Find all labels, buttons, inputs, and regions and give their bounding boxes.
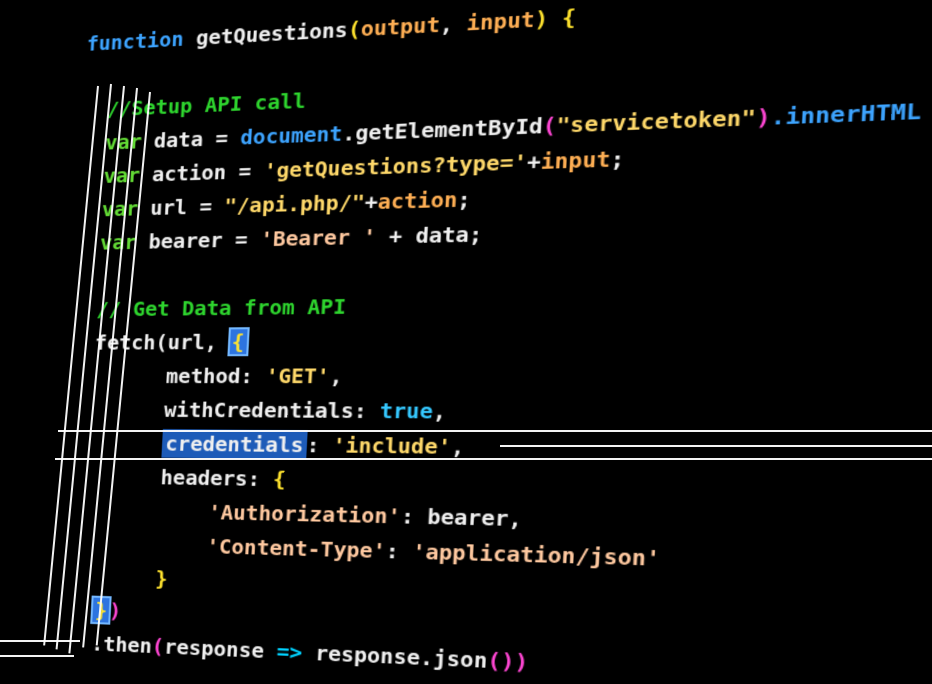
code-token bbox=[55, 630, 92, 656]
code-token: 'include' bbox=[331, 432, 452, 460]
code-token: 'Authorization' bbox=[207, 499, 402, 529]
code-token: // Get Data from API bbox=[96, 293, 347, 322]
code-line: method: 'GET', bbox=[69, 356, 932, 395]
code-token: output bbox=[360, 11, 441, 42]
overlay-horizontal-line bbox=[500, 445, 932, 447]
code-token bbox=[60, 530, 207, 558]
code-token: "servicetoken" bbox=[555, 103, 757, 139]
code-token: .getElementById bbox=[341, 112, 544, 146]
code-token bbox=[58, 563, 156, 590]
code-token: : bbox=[306, 432, 334, 458]
code-token: ( bbox=[542, 112, 558, 139]
code-token: = bbox=[234, 226, 261, 252]
code-token: 'application/json' bbox=[411, 538, 662, 572]
code-token: { bbox=[561, 3, 577, 31]
code-token: input bbox=[540, 145, 612, 175]
code-token: , bbox=[329, 363, 344, 389]
code-token: = bbox=[238, 158, 265, 184]
overlay-horizontal-line bbox=[55, 458, 932, 460]
code-token: input bbox=[465, 6, 536, 36]
overlay-horizontal-line bbox=[0, 655, 74, 657]
code-token: 'Content-Type' bbox=[205, 533, 387, 564]
code-token: bearer, bbox=[426, 503, 523, 532]
code-token: withCredentials: bbox=[163, 397, 381, 424]
code-token: action bbox=[377, 186, 459, 215]
code-token bbox=[67, 397, 165, 422]
code-token: "/api.php/" bbox=[223, 189, 366, 219]
code-token: .innerHTML bbox=[770, 97, 923, 131]
code-token: { bbox=[272, 466, 287, 492]
code-token: => bbox=[276, 638, 316, 666]
code-token: = bbox=[198, 193, 226, 219]
overlay-horizontal-line bbox=[58, 430, 932, 432]
code-token: ; bbox=[609, 145, 626, 173]
code-token: } bbox=[154, 566, 169, 592]
code-token: ; bbox=[456, 186, 472, 213]
code-token bbox=[548, 5, 563, 32]
code-token: true bbox=[379, 397, 434, 424]
code-token: fetch(url, bbox=[94, 329, 231, 355]
code-token: + bbox=[375, 222, 417, 250]
code-token: getQuestions bbox=[195, 16, 349, 51]
code-token: method: bbox=[165, 363, 267, 389]
selection-highlight: credentials bbox=[161, 429, 308, 460]
code-token: data bbox=[153, 125, 217, 153]
code-token: 'getQuestions?type=' bbox=[263, 148, 528, 184]
code-token: .then bbox=[90, 631, 153, 659]
overlay-horizontal-line bbox=[0, 640, 80, 642]
code-token: headers: bbox=[160, 464, 274, 492]
code-token: bearer bbox=[148, 227, 236, 254]
code-text[interactable]: function getQuestions ( output, input) { /… bbox=[55, 0, 932, 684]
code-token: : bbox=[400, 503, 429, 530]
code-token: url bbox=[149, 194, 201, 221]
code-token: , bbox=[439, 10, 468, 38]
code-token: 'GET' bbox=[265, 363, 331, 389]
code-token: = bbox=[214, 124, 242, 151]
code-token: response bbox=[163, 634, 278, 664]
bracket-match-cursor: { bbox=[226, 327, 250, 357]
code-token: + bbox=[526, 148, 542, 175]
code-token: 'Bearer ' bbox=[259, 223, 377, 252]
code-token: action bbox=[151, 159, 240, 187]
code-token: , bbox=[450, 433, 466, 460]
code-token: ) bbox=[108, 598, 122, 624]
code-token: : bbox=[385, 537, 413, 565]
code-token: data; bbox=[414, 221, 484, 249]
code-token: response.json bbox=[314, 640, 488, 674]
code-token: document bbox=[239, 120, 344, 150]
code-token: ()) bbox=[486, 647, 530, 676]
code-token: ) bbox=[533, 5, 550, 33]
code-token: function bbox=[86, 25, 197, 56]
code-token: , bbox=[432, 398, 447, 424]
